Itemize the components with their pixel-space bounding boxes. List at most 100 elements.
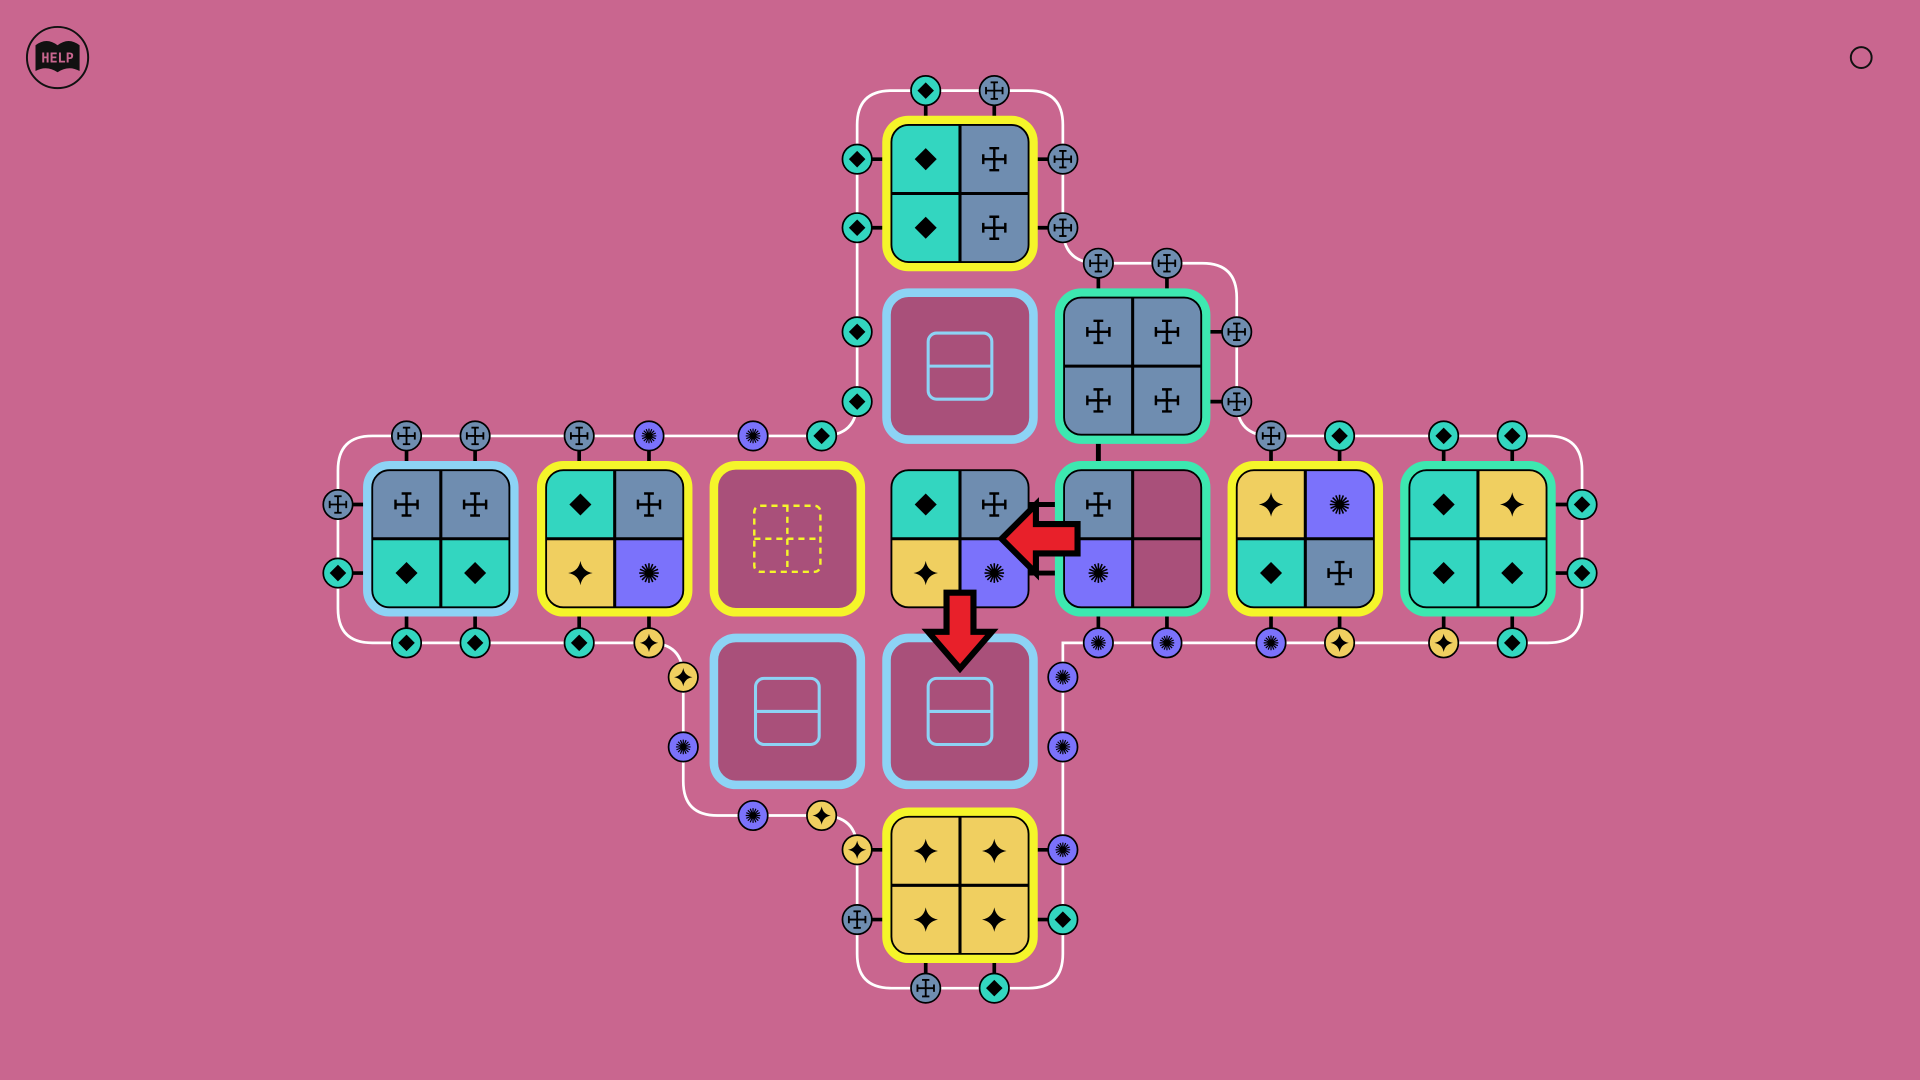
tile-quadrant-empty <box>1132 470 1202 539</box>
diamond-icon <box>1503 634 1521 652</box>
star-icon <box>847 840 867 859</box>
diamond-icon <box>398 634 415 652</box>
asterisk-icon <box>745 808 761 823</box>
asterisk-icon <box>1055 842 1071 858</box>
tile[interactable] <box>536 461 693 617</box>
asterisk-icon <box>1055 739 1071 755</box>
cross-icon <box>397 426 416 446</box>
asterisk-icon <box>641 428 657 444</box>
star-icon <box>568 560 593 586</box>
connector-node-asterisk <box>667 731 699 763</box>
empty-slot[interactable] <box>882 288 1038 444</box>
connector-node-star <box>1324 627 1356 659</box>
connector-node-diamond <box>1428 420 1460 452</box>
tile[interactable] <box>882 807 1038 964</box>
star-icon <box>913 907 938 932</box>
tile[interactable] <box>882 115 1038 272</box>
move-left-arrow[interactable] <box>997 497 1081 581</box>
help-label: HELP <box>41 51 73 66</box>
cross-icon <box>1053 218 1073 237</box>
tile-border <box>1400 461 1556 617</box>
asterisk-icon <box>1329 494 1350 515</box>
connector-node-cross <box>978 75 1010 107</box>
connector-node-diamond <box>322 557 354 589</box>
tile[interactable] <box>363 461 519 617</box>
diamond-icon <box>813 427 830 445</box>
cross-icon <box>1086 492 1111 517</box>
cross-icon <box>1154 319 1180 345</box>
diamond-icon <box>1573 496 1591 513</box>
connector-node-diamond <box>563 627 595 659</box>
help-button[interactable]: HELP <box>25 25 90 90</box>
connector-node-diamond <box>841 143 873 175</box>
move-down-arrow[interactable] <box>921 589 999 674</box>
dashed-slot[interactable] <box>709 461 866 617</box>
connector-node-asterisk <box>1047 731 1079 763</box>
connector-node-diamond <box>978 972 1010 1004</box>
connector-node-asterisk <box>1082 627 1114 659</box>
tile-border <box>1054 288 1211 444</box>
asterisk-icon <box>984 563 1005 583</box>
cross-icon <box>1086 388 1111 413</box>
tile[interactable] <box>1227 461 1384 617</box>
connector-node-asterisk <box>1047 661 1079 693</box>
connector-nodes <box>322 75 1598 1004</box>
connector-node-cross <box>1221 316 1253 348</box>
star-icon <box>812 806 831 825</box>
diamond-icon <box>848 323 866 341</box>
menu-circle-button[interactable] <box>1849 46 1873 69</box>
diamond-icon <box>848 150 866 168</box>
star-icon <box>1258 492 1284 517</box>
tile-border <box>1227 461 1384 617</box>
diamond-icon <box>570 634 588 652</box>
asterisk-icon <box>1088 563 1109 583</box>
diamond-icon <box>1503 427 1521 445</box>
diamond-icon <box>1054 911 1072 928</box>
tile-border <box>363 461 519 617</box>
cross-icon <box>982 215 1007 240</box>
track-outline <box>336 89 1584 990</box>
asterisk-icon <box>745 428 761 444</box>
diamond-icon <box>1432 493 1455 516</box>
connector-node-diamond <box>1496 420 1528 452</box>
connector-node-asterisk <box>1151 627 1183 659</box>
connector-node-asterisk <box>1047 834 1079 866</box>
arrows-layer <box>921 497 1081 674</box>
diamond-icon <box>986 979 1003 997</box>
cross-icon <box>982 146 1007 172</box>
connector-node-diamond <box>841 316 873 348</box>
cross-icon <box>1227 392 1246 411</box>
dashed-grid-icon <box>753 504 822 574</box>
diamond-icon <box>1331 427 1348 445</box>
star-icon <box>982 907 1007 932</box>
connector-node-star <box>667 661 699 693</box>
connector-node-cross <box>910 972 942 1004</box>
connector-node-cross <box>841 904 873 936</box>
connector-node-cross <box>1221 386 1253 418</box>
connector-node-diamond <box>1496 627 1528 659</box>
connector-node-cross <box>1151 247 1183 279</box>
connector-node-star <box>633 627 665 659</box>
connector-node-diamond <box>1047 904 1079 936</box>
cross-icon <box>1154 388 1180 413</box>
help-button-ring <box>25 25 90 90</box>
connector-node-diamond <box>806 420 838 452</box>
cross-icon <box>985 81 1004 100</box>
diamond-icon <box>1260 562 1283 585</box>
asterisk-icon <box>1263 635 1279 651</box>
connector-node-cross <box>1255 420 1287 452</box>
asterisk-icon <box>1055 669 1071 685</box>
book-icon <box>35 41 80 73</box>
tiles-layer <box>363 115 1556 964</box>
tile[interactable] <box>1054 288 1211 444</box>
tile[interactable] <box>1400 461 1556 617</box>
connector-node-cross <box>1082 247 1114 279</box>
connector-node-asterisk <box>633 420 665 452</box>
tile[interactable] <box>1054 461 1211 617</box>
asterisk-icon <box>675 739 691 755</box>
cross-icon <box>1089 254 1108 273</box>
diamond-icon <box>1501 562 1524 585</box>
cross-icon <box>570 426 589 446</box>
empty-slot[interactable] <box>709 633 866 790</box>
cross-icon <box>462 492 488 517</box>
